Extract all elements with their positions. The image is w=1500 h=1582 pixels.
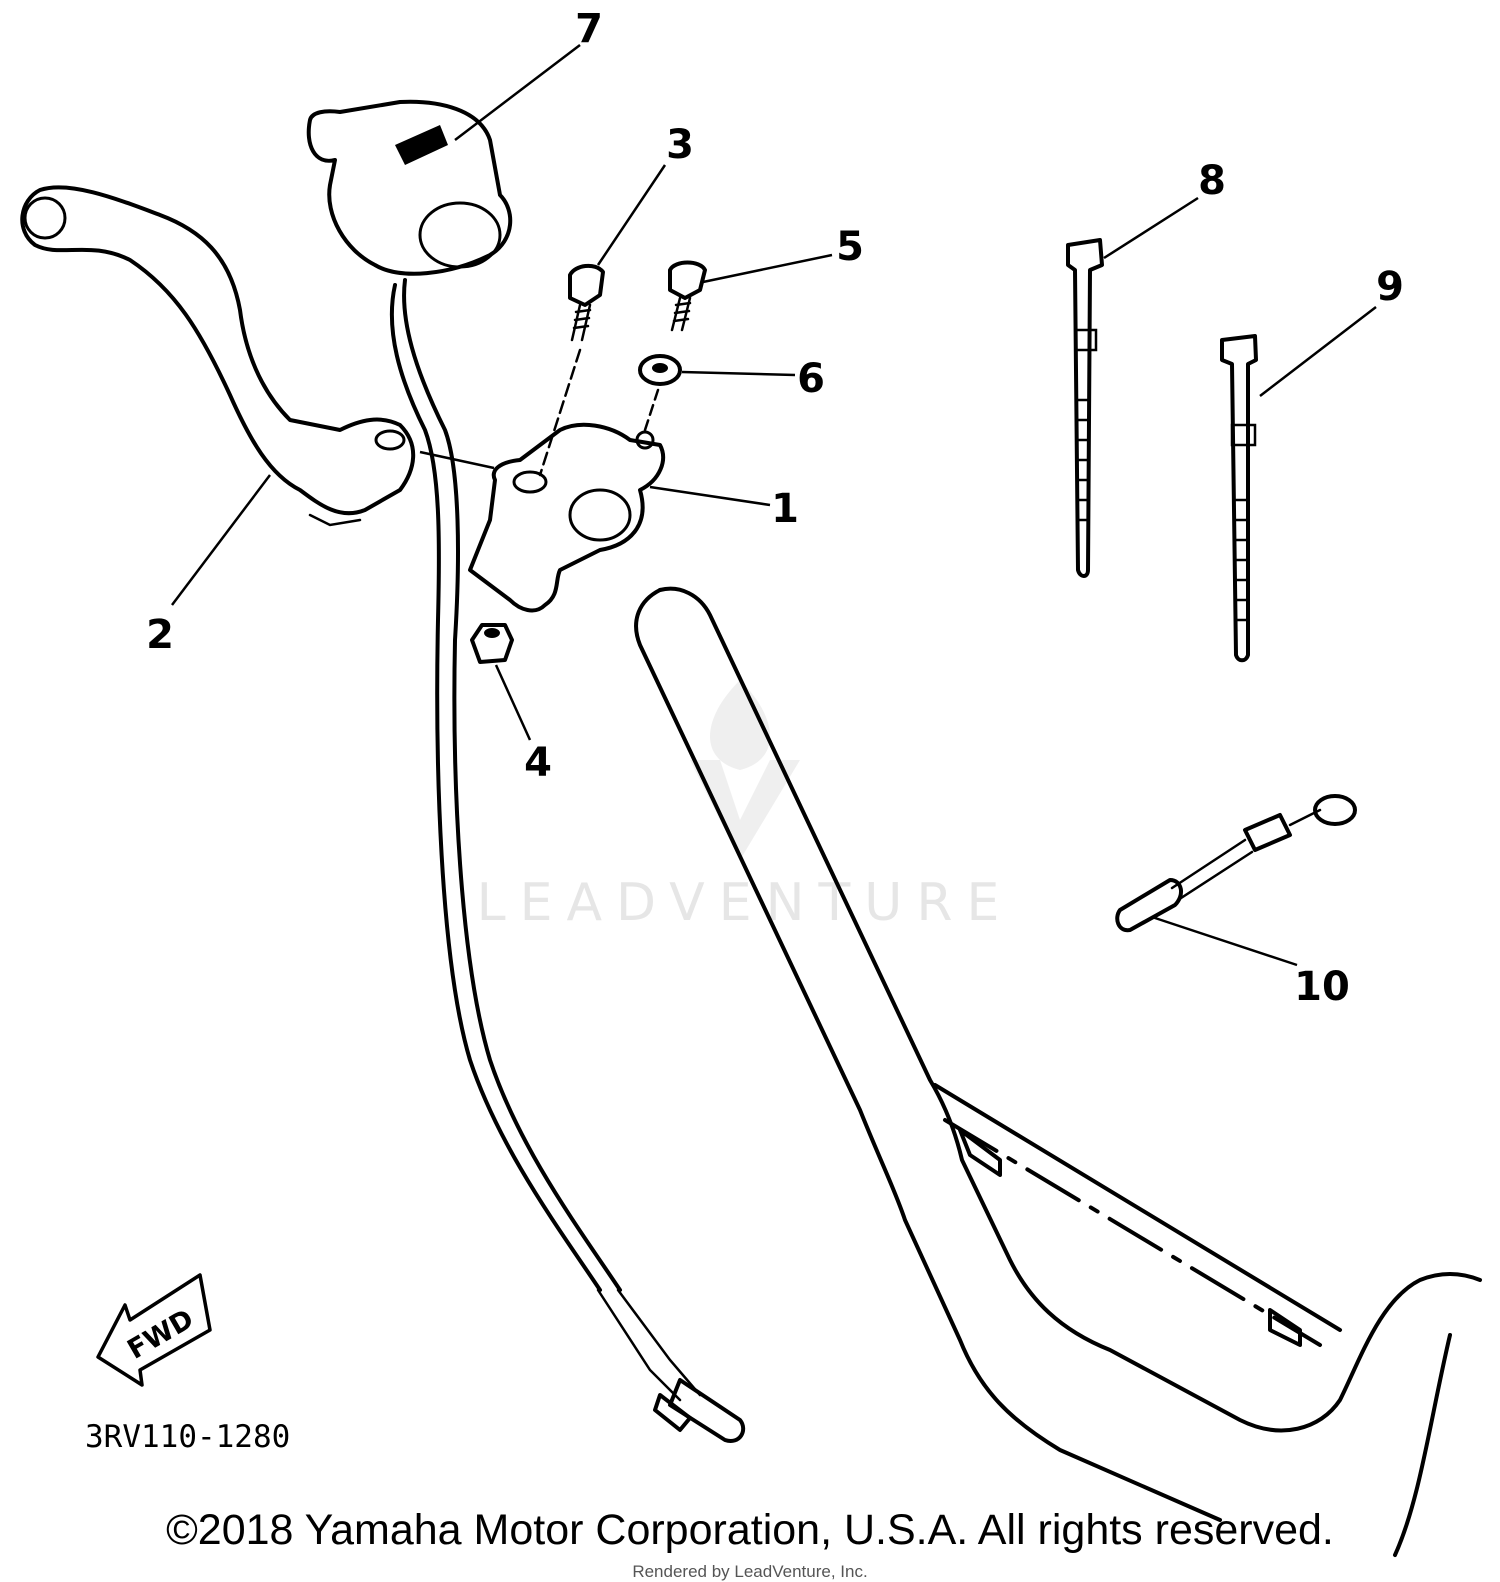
diagram-code: 3RV110-1280 bbox=[85, 1419, 290, 1455]
callout-2: 2 bbox=[146, 612, 174, 658]
callout-3: 3 bbox=[666, 122, 694, 168]
fwd-arrow-badge: FWD bbox=[96, 1273, 212, 1387]
part-6-washer bbox=[638, 354, 682, 386]
part-3-bolt bbox=[568, 263, 605, 342]
watermark-text: LEADVENTURE bbox=[477, 873, 1014, 933]
leader-lines bbox=[171, 44, 1377, 967]
callout-8: 8 bbox=[1198, 158, 1226, 204]
callout-5: 5 bbox=[836, 224, 864, 270]
callout-4: 4 bbox=[524, 740, 552, 786]
part-5-bolt bbox=[668, 260, 707, 332]
part-4-nut bbox=[470, 623, 514, 664]
part-2-lever bbox=[20, 185, 416, 527]
callout-9: 9 bbox=[1376, 264, 1404, 310]
handlebar bbox=[634, 586, 1482, 1557]
callout-7: 7 bbox=[575, 6, 603, 52]
part-10-lead bbox=[1115, 794, 1357, 933]
part-9-cable-tie bbox=[1220, 334, 1258, 663]
callout-10: 10 bbox=[1294, 964, 1350, 1010]
callouts: 7 3 5 6 1 2 4 8 9 10 bbox=[146, 6, 1404, 1010]
callout-1: 1 bbox=[771, 486, 799, 532]
part-1-holder bbox=[468, 422, 666, 613]
copyright-notice: ©2018 Yamaha Motor Corporation, U.S.A. A… bbox=[166, 1506, 1334, 1554]
part-7-switch bbox=[306, 99, 746, 1443]
callout-6: 6 bbox=[797, 356, 825, 402]
leadventure-watermark: LEADVENTURE bbox=[477, 680, 1014, 933]
part-8-cable-tie bbox=[1066, 238, 1104, 578]
rendered-by-note: Rendered by LeadVenture, Inc. bbox=[632, 1562, 868, 1581]
